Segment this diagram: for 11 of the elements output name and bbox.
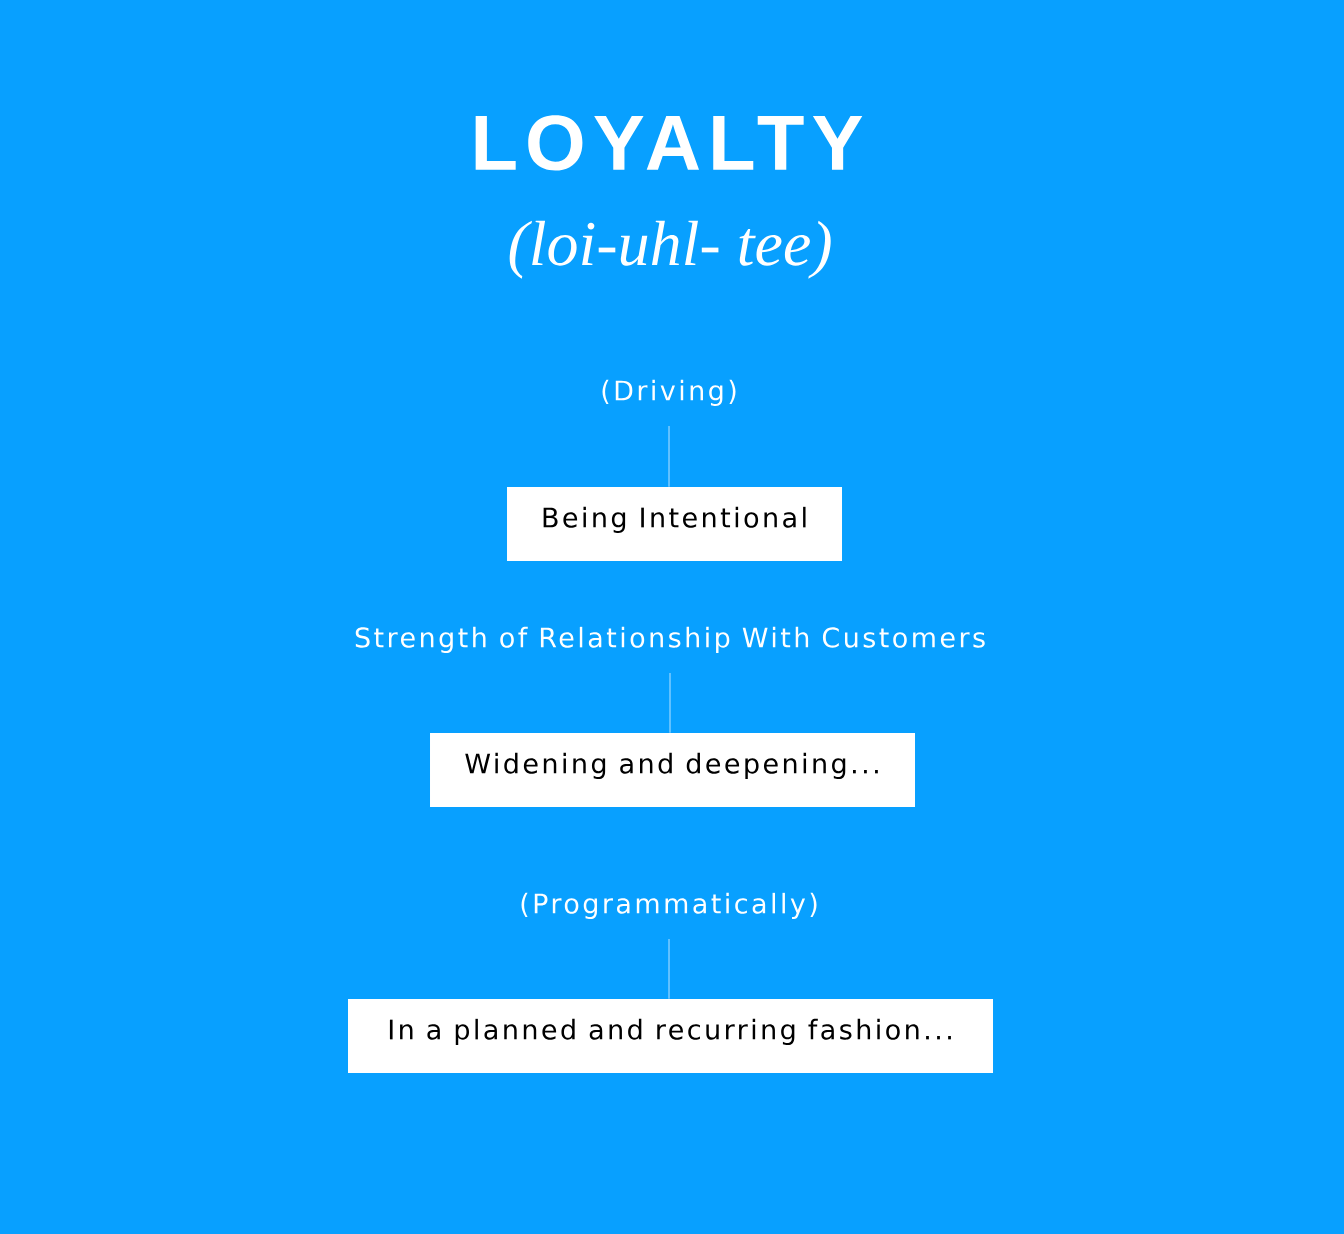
label-text: Strength of Relationship With Customers xyxy=(355,626,985,653)
subtitle: (loi-uhl- tee) xyxy=(509,220,831,279)
text-box: Widening and deepening... xyxy=(430,733,915,807)
title: LOYALTY xyxy=(475,115,863,171)
connector-line xyxy=(669,672,671,734)
text-box: Being Intentional xyxy=(507,487,842,561)
connector-line xyxy=(668,938,670,1000)
text-box: In a planned and recurring fashion... xyxy=(348,999,993,1073)
label-text: (Programmatically) xyxy=(521,892,817,919)
connector-line xyxy=(668,425,670,488)
label-text: (Driving) xyxy=(602,379,736,406)
